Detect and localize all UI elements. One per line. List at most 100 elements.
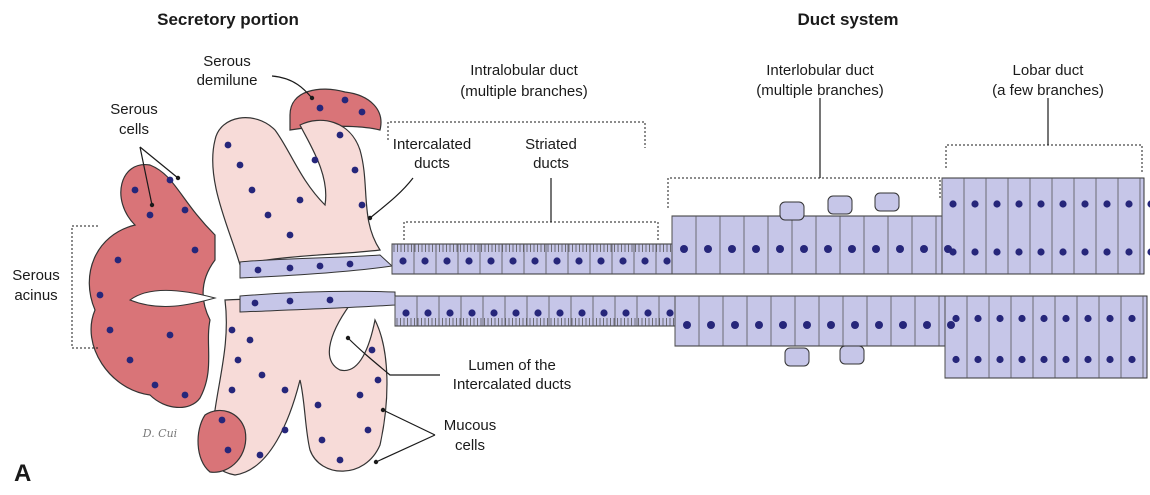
nucleus: [465, 257, 472, 264]
bracket-lobar: [946, 145, 1142, 172]
nucleus: [1059, 248, 1066, 255]
nucleus: [1040, 315, 1047, 322]
nucleus: [1037, 200, 1044, 207]
nucleus: [1084, 356, 1091, 363]
nucleus: [848, 245, 856, 253]
label-mucous-1: Mucous: [444, 417, 497, 434]
label-lobar-2: (a few branches): [992, 82, 1104, 99]
nucleus: [619, 257, 626, 264]
nucleus: [875, 321, 883, 329]
nucleus: [1081, 248, 1088, 255]
nucleus: [1106, 356, 1113, 363]
nucleus: [1084, 315, 1091, 322]
pointer-mucous-b: [376, 435, 435, 462]
artist-signature: D. Cui: [142, 427, 177, 440]
striated-duct-lower: [395, 296, 675, 326]
nucleus: [1125, 200, 1132, 207]
nucleus: [575, 257, 582, 264]
pointer-mucous-a: [383, 410, 435, 435]
nucleus: [115, 257, 122, 264]
nucleus: [347, 261, 354, 268]
nucleus: [337, 132, 344, 139]
nucleus: [182, 392, 189, 399]
label-lumen-2: Intercalated ducts: [453, 376, 571, 393]
nucleus: [600, 309, 607, 316]
mucous-tubule-upper: [213, 118, 380, 265]
heading-duct-system: Duct system: [797, 10, 898, 29]
nucleus: [327, 297, 334, 304]
label-serous-acinus-1: Serous: [12, 267, 60, 284]
nucleus: [993, 248, 1000, 255]
label-intralobular-1: Intralobular duct: [470, 62, 578, 79]
nucleus: [952, 315, 959, 322]
nucleus: [752, 245, 760, 253]
nucleus: [487, 257, 494, 264]
nucleus: [800, 245, 808, 253]
nucleus: [282, 427, 289, 434]
nucleus: [597, 257, 604, 264]
nucleus: [107, 327, 114, 334]
label-serous-demilune-1: Serous: [203, 53, 251, 70]
nucleus: [287, 265, 294, 272]
nucleus: [167, 332, 174, 339]
nucleus: [899, 321, 907, 329]
nucleus: [824, 245, 832, 253]
nucleus: [641, 257, 648, 264]
nucleus: [317, 105, 324, 112]
nucleus: [731, 321, 739, 329]
nucleus: [152, 382, 159, 389]
nucleus: [359, 109, 366, 116]
nucleus: [443, 257, 450, 264]
nucleus: [1106, 315, 1113, 322]
nucleus: [319, 437, 326, 444]
nucleus: [97, 292, 104, 299]
nucleus: [424, 309, 431, 316]
nucleus: [1037, 248, 1044, 255]
nucleus: [352, 167, 359, 174]
label-intercalated-2: ducts: [414, 155, 450, 172]
nucleus: [704, 245, 712, 253]
nucleus: [237, 162, 244, 169]
interlobular-duct-lower: [675, 296, 945, 346]
heading-secretory-portion: Secretory portion: [157, 10, 299, 29]
nucleus: [1103, 248, 1110, 255]
label-interlobular-2: (multiple branches): [756, 82, 884, 99]
nucleus: [923, 321, 931, 329]
nucleus: [1015, 248, 1022, 255]
label-serous-cells-2: cells: [119, 121, 149, 138]
nucleus: [229, 327, 236, 334]
label-striated-2: ducts: [533, 155, 569, 172]
serous-acinus-shape: [89, 165, 215, 408]
interlobular-duct-upper: [672, 216, 942, 274]
nucleus: [369, 347, 376, 354]
nucleus: [666, 309, 673, 316]
nucleus: [247, 337, 254, 344]
nucleus: [287, 298, 294, 305]
nucleus: [402, 309, 409, 316]
nucleus: [1062, 315, 1069, 322]
nucleus: [971, 248, 978, 255]
nucleus: [578, 309, 585, 316]
nucleus: [644, 309, 651, 316]
nucleus: [920, 245, 928, 253]
lobar-duct-upper: [942, 178, 1144, 274]
label-serous-acinus-2: acinus: [14, 287, 57, 304]
label-serous-demilune-2: demilune: [197, 72, 258, 89]
nucleus: [755, 321, 763, 329]
label-striated-1: Striated: [525, 136, 577, 153]
nucleus: [827, 321, 835, 329]
nucleus: [680, 245, 688, 253]
nucleus: [1059, 200, 1066, 207]
nucleus: [446, 309, 453, 316]
pointer-intercalated: [370, 178, 413, 218]
panel-letter: A: [14, 460, 31, 487]
nucleus: [974, 315, 981, 322]
nucleus: [952, 356, 959, 363]
nucleus: [1015, 200, 1022, 207]
nucleus: [622, 309, 629, 316]
nucleus: [147, 212, 154, 219]
nucleus: [249, 187, 256, 194]
nucleus: [1081, 200, 1088, 207]
nucleus: [1128, 315, 1135, 322]
